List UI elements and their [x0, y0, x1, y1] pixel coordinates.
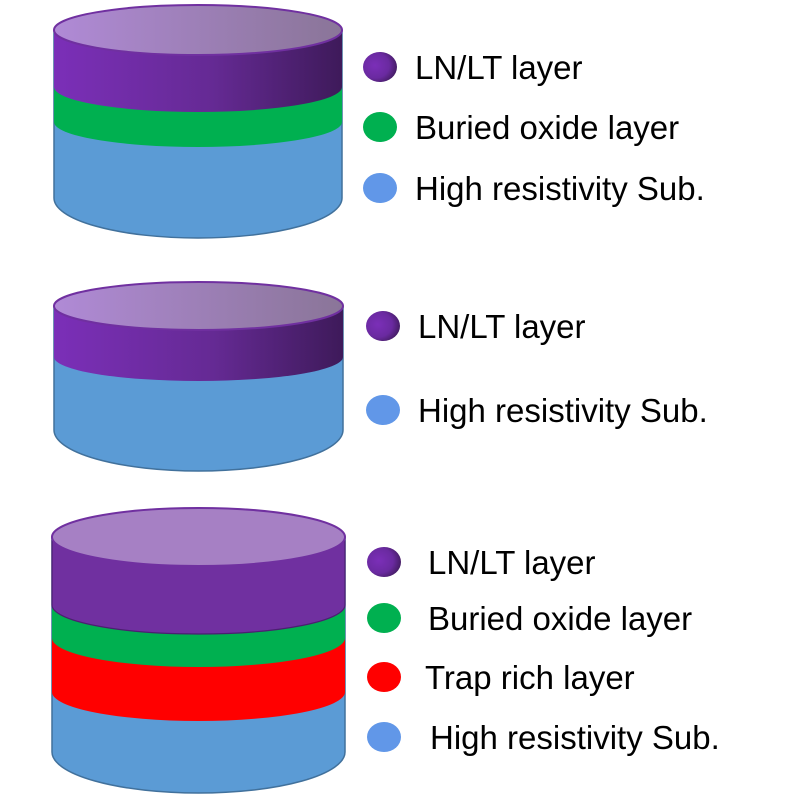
legend-label: High resistivity Sub.: [415, 170, 705, 207]
legend-label: High resistivity Sub.: [418, 392, 708, 429]
legend-label: Trap rich layer: [425, 659, 635, 696]
legend-item-buried-oxide: Buried oxide layer: [367, 600, 692, 637]
legend-label: High resistivity Sub.: [430, 719, 720, 756]
legend-label: LN/LT layer: [418, 308, 586, 345]
legend-item-ln-lt: LN/LT layer: [363, 49, 583, 86]
cylinder: [53, 4, 343, 239]
legend-swatch: [366, 311, 400, 341]
legend-swatch: [366, 395, 400, 425]
legend-item-ln-lt: LN/LT layer: [367, 544, 596, 581]
legend-item-buried-oxide: Buried oxide layer: [363, 109, 679, 146]
legend-item-substrate: High resistivity Sub.: [366, 392, 708, 429]
top-surface: [51, 507, 346, 567]
legend-swatch: [367, 722, 401, 752]
legend-label: LN/LT layer: [415, 49, 583, 86]
cylinder: [53, 281, 344, 472]
top-surface: [53, 4, 343, 56]
legend-item-ln-lt: LN/LT layer: [366, 308, 586, 345]
legend-swatch: [367, 547, 401, 577]
legend-swatch: [363, 112, 397, 142]
legend-item-substrate: High resistivity Sub.: [363, 170, 705, 207]
legend-swatch: [363, 52, 397, 82]
legend-label: LN/LT layer: [428, 544, 596, 581]
cylinder: [51, 507, 346, 794]
legend-swatch: [367, 662, 401, 692]
legend-item-substrate: High resistivity Sub.: [367, 719, 720, 756]
legend-swatch: [367, 603, 401, 633]
top-surface: [53, 281, 344, 331]
legend-label: Buried oxide layer: [428, 600, 692, 637]
legend-swatch: [363, 173, 397, 203]
legend-item-trap-rich: Trap rich layer: [367, 659, 635, 696]
legend-label: Buried oxide layer: [415, 109, 679, 146]
